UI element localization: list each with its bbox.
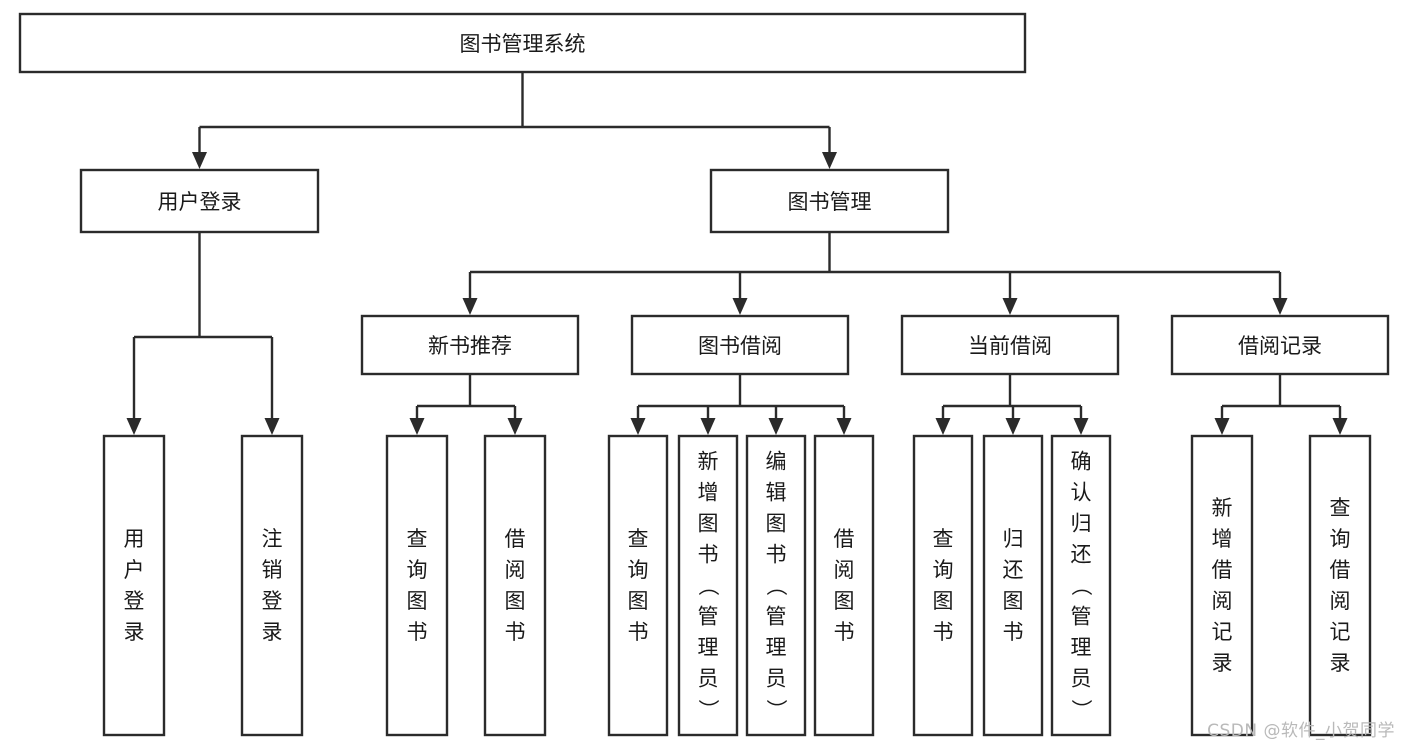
node-box — [1050, 434, 1112, 737]
node-book-borrow[interactable]: 图书借阅 — [630, 314, 850, 376]
node-label: 图书管理 — [788, 190, 872, 214]
node-box — [79, 168, 320, 234]
node-leaf-confirm-return-admin[interactable]: （ ） 确认归还管理员 — [1050, 434, 1112, 737]
node-root[interactable]: 图书管理系统 — [18, 12, 1027, 74]
arrow-head-icon — [836, 418, 852, 435]
node-label-char: （ — [1069, 575, 1093, 596]
node-label-char: （ — [696, 575, 720, 596]
node-leaf-add-borrow-record[interactable]: 新增借阅记录 — [1190, 434, 1254, 737]
node-label: 查询图书 — [407, 527, 428, 644]
arrow-head-icon — [935, 418, 951, 435]
node-box — [745, 434, 807, 737]
node-leaf-query-book-borrow[interactable]: 查询图书 — [607, 434, 669, 737]
node-box — [813, 434, 875, 737]
arrow-head-icon — [1005, 418, 1021, 435]
arrow-head-icon — [264, 418, 280, 435]
arrow-head-icon — [507, 418, 523, 435]
csdn-watermark: CSDN @软件_小贺同学 — [1207, 721, 1395, 741]
node-label: 用户登录 — [158, 190, 242, 214]
node-book-management[interactable]: 图书管理 — [709, 168, 950, 234]
node-box — [900, 314, 1120, 376]
arrow-head-icon — [1332, 418, 1348, 435]
node-label: 查询图书 — [933, 527, 954, 644]
node-user-login[interactable]: 用户登录 — [79, 168, 320, 234]
node-leaf-query-book-recommend[interactable]: 查询图书 — [385, 434, 449, 737]
arrow-head-icon — [1073, 418, 1089, 435]
node-leaf-return-book[interactable]: 归还图书 — [982, 434, 1044, 737]
node-label: 新增图书管理员 — [698, 450, 719, 691]
node-current-borrow[interactable]: 当前借阅 — [900, 314, 1120, 376]
node-box — [385, 434, 449, 737]
node-label-char: ） — [1069, 699, 1093, 720]
node-box — [677, 434, 739, 737]
arrow-head-icon — [462, 298, 478, 315]
arrow-head-icon — [1272, 298, 1288, 315]
node-label: 借阅记录 — [1238, 334, 1322, 358]
node-box — [1308, 434, 1372, 737]
node-label: 借阅图书 — [834, 527, 855, 644]
node-box — [630, 314, 850, 376]
node-layer: 图书管理系统用户登录图书管理新书推荐图书借阅当前借阅借阅记录用户登录注销登录查询… — [18, 12, 1390, 737]
node-label: 查询借阅记录 — [1330, 496, 1351, 675]
connector-root — [192, 72, 837, 169]
node-label: 当前借阅 — [968, 334, 1052, 358]
node-box — [240, 434, 304, 737]
node-leaf-add-book-admin[interactable]: （ ） 新增图书管理员 — [677, 434, 739, 737]
arrow-head-icon — [1002, 298, 1018, 315]
node-leaf-edit-book-admin[interactable]: （ ） 编辑图书管理员 — [745, 434, 807, 737]
connector-borrow-records — [1214, 374, 1348, 435]
node-label: 归还图书 — [1003, 527, 1024, 644]
arrow-head-icon — [822, 152, 837, 169]
node-label: 查询图书 — [628, 527, 649, 644]
arrow-head-icon — [126, 418, 142, 435]
node-label: 确认归还管理员 — [1071, 450, 1092, 691]
node-label: 图书借阅 — [698, 334, 782, 358]
node-box — [912, 434, 974, 737]
node-label: 新书推荐 — [428, 334, 512, 358]
node-label-char: ） — [764, 699, 788, 720]
node-box — [1190, 434, 1254, 737]
node-box — [18, 12, 1027, 74]
node-leaf-logout[interactable]: 注销登录 — [240, 434, 304, 737]
arrow-head-icon — [1214, 418, 1230, 435]
node-label: 新增借阅记录 — [1212, 496, 1233, 675]
node-leaf-user-login[interactable]: 用户登录 — [102, 434, 166, 737]
node-label-char: （ — [764, 575, 788, 596]
arrow-head-icon — [630, 418, 646, 435]
connector-current-borrow — [935, 374, 1089, 435]
node-label: 编辑图书管理员 — [766, 450, 787, 691]
connector-book-management — [462, 232, 1288, 315]
arrow-head-icon — [732, 298, 748, 315]
arrow-head-icon — [700, 418, 716, 435]
node-label: 图书管理系统 — [460, 32, 586, 56]
node-label: 注销登录 — [262, 527, 283, 644]
node-label-char: ） — [696, 699, 720, 720]
node-new-book-recommend[interactable]: 新书推荐 — [360, 314, 580, 376]
connector-new-book-recommend — [409, 374, 523, 435]
arrow-head-icon — [192, 152, 207, 169]
node-box — [607, 434, 669, 737]
connector-user-login — [126, 232, 280, 435]
node-box — [982, 434, 1044, 737]
node-box — [709, 168, 950, 234]
connector-layer — [126, 72, 1348, 435]
arrow-head-icon — [768, 418, 784, 435]
connector-book-borrow — [630, 374, 852, 435]
node-leaf-borrow-book-recommend[interactable]: 借阅图书 — [483, 434, 547, 737]
node-box — [483, 434, 547, 737]
node-box — [102, 434, 166, 737]
node-label: 借阅图书 — [505, 527, 526, 644]
node-label: 用户登录 — [124, 527, 145, 644]
node-box — [1170, 314, 1390, 376]
node-leaf-borrow-book[interactable]: 借阅图书 — [813, 434, 875, 737]
node-leaf-query-book-current[interactable]: 查询图书 — [912, 434, 974, 737]
node-box — [360, 314, 580, 376]
node-borrow-records[interactable]: 借阅记录 — [1170, 314, 1390, 376]
arrow-head-icon — [409, 418, 425, 435]
node-leaf-query-borrow-record[interactable]: 查询借阅记录 — [1308, 434, 1372, 737]
